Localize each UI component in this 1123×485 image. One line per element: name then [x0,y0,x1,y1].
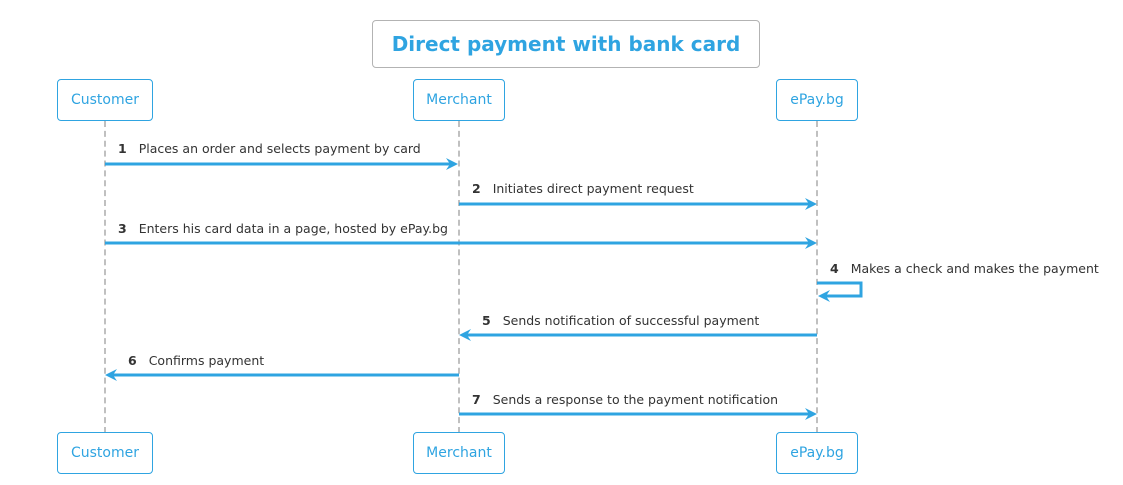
diagram-title: Direct payment with bank card [372,20,760,68]
participant-customer-top: Customer [57,79,153,121]
participant-epay-bottom: ePay.bg [776,432,858,474]
participant-epay-top: ePay.bg [776,79,858,121]
participant-merchant-bottom: Merchant [413,432,505,474]
lifeline-epay [816,121,818,433]
participant-customer-bottom: Customer [57,432,153,474]
lifeline-customer [104,121,106,433]
lifeline-merchant [458,121,460,433]
participant-merchant-top: Merchant [413,79,505,121]
